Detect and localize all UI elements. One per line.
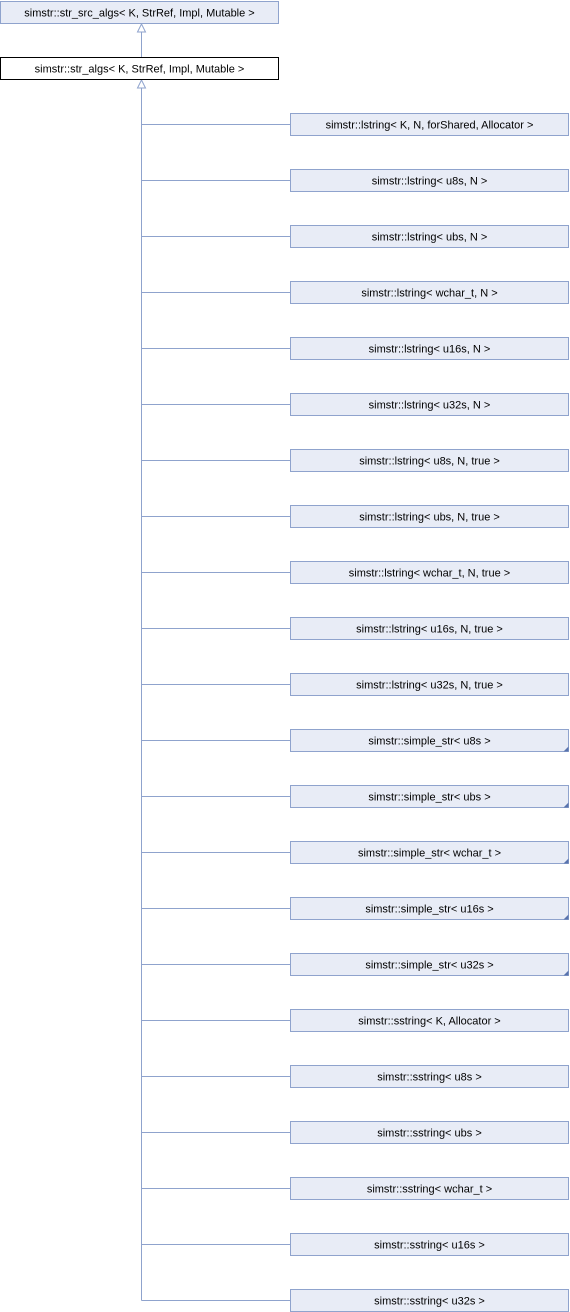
derived-class-box — [290, 673, 569, 696]
derived-class-label: simstr::sstring< u8s > — [377, 1072, 482, 1084]
derived-class-label: simstr::simple_str< u16s > — [365, 904, 493, 916]
derived-class-label: simstr::lstring< u32s, N, true > — [356, 680, 503, 692]
derived-class-node[interactable]: simstr::sstring< u8s > — [290, 1065, 569, 1088]
derived-class-box — [290, 281, 569, 304]
derived-class-box — [290, 785, 569, 808]
derived-class-box — [290, 449, 569, 472]
derived-class-box — [290, 1009, 569, 1032]
derived-class-node[interactable]: simstr::sstring< u16s > — [290, 1233, 569, 1256]
derived-class-node[interactable]: simstr::lstring< wchar_t, N, true > — [290, 561, 569, 584]
derived-class-node[interactable]: simstr::simple_str< ubs > — [290, 785, 569, 808]
derived-class-label: simstr::lstring< ubs, N, true > — [359, 512, 500, 524]
derived-class-label: simstr::sstring< ubs > — [377, 1128, 482, 1140]
derived-class-node[interactable]: simstr::lstring< u16s, N, true > — [290, 617, 569, 640]
derived-class-label: simstr::lstring< K, N, forShared, Alloca… — [326, 120, 534, 132]
derived-class-list: simstr::lstring< K, N, forShared, Alloca… — [290, 113, 569, 1312]
derived-class-box — [290, 1121, 569, 1144]
derived-class-node[interactable]: simstr::lstring< u32s, N, true > — [290, 673, 569, 696]
derived-class-node[interactable]: simstr::sstring< u32s > — [290, 1289, 569, 1312]
derived-class-box — [290, 225, 569, 248]
derived-class-box — [290, 393, 569, 416]
derived-class-box — [290, 617, 569, 640]
derived-class-label: simstr::simple_str< ubs > — [368, 792, 490, 804]
derived-class-label: simstr::lstring< ubs, N > — [372, 232, 488, 244]
derived-class-label: simstr::sstring< u32s > — [374, 1296, 485, 1308]
derived-class-box — [290, 729, 569, 752]
collapsed-children-marker — [563, 802, 569, 808]
derived-class-label: simstr::lstring< u16s, N > — [369, 344, 491, 356]
current-class-node: simstr::str_algs< K, StrRef, Impl, Mutab… — [0, 57, 279, 80]
arrowhead-root — [136, 22, 147, 33]
derived-class-label: simstr::lstring< u8s, N > — [372, 176, 488, 188]
derived-class-node[interactable]: simstr::simple_str< wchar_t > — [290, 841, 569, 864]
derived-class-node[interactable]: simstr::lstring< wchar_t, N > — [290, 281, 569, 304]
derived-class-node[interactable]: simstr::lstring< ubs, N > — [290, 225, 569, 248]
derived-class-label: simstr::lstring< u16s, N, true > — [356, 624, 503, 636]
derived-class-node[interactable]: simstr::sstring< ubs > — [290, 1121, 569, 1144]
derived-class-node[interactable]: simstr::lstring< u32s, N > — [290, 393, 569, 416]
derived-class-label: simstr::sstring< K, Allocator > — [358, 1016, 500, 1028]
derived-class-node[interactable]: simstr::sstring< K, Allocator > — [290, 1009, 569, 1032]
derived-class-node[interactable]: simstr::sstring< wchar_t > — [290, 1177, 569, 1200]
derived-class-label: simstr::lstring< u8s, N, true > — [359, 456, 500, 468]
derived-class-label: simstr::sstring< wchar_t > — [367, 1184, 492, 1196]
derived-class-box — [290, 841, 569, 864]
derived-class-node[interactable]: simstr::lstring< ubs, N, true > — [290, 505, 569, 528]
derived-class-label: simstr::simple_str< u8s > — [368, 736, 490, 748]
derived-class-node[interactable]: simstr::lstring< K, N, forShared, Alloca… — [290, 113, 569, 136]
current-class-label: simstr::str_algs< K, StrRef, Impl, Mutab… — [35, 64, 245, 76]
derived-class-box — [290, 897, 569, 920]
derived-class-node[interactable]: simstr::lstring< u16s, N > — [290, 337, 569, 360]
derived-class-label: simstr::sstring< u16s > — [374, 1240, 485, 1252]
derived-class-node[interactable]: simstr::simple_str< u8s > — [290, 729, 569, 752]
derived-class-box — [290, 337, 569, 360]
derived-class-box — [290, 505, 569, 528]
derived-class-box — [290, 953, 569, 976]
derived-class-box — [290, 561, 569, 584]
derived-class-box — [290, 169, 569, 192]
derived-class-box — [290, 113, 569, 136]
derived-class-label: simstr::lstring< wchar_t, N, true > — [349, 568, 510, 580]
derived-class-label: simstr::lstring< u32s, N > — [369, 400, 491, 412]
collapsed-children-marker — [563, 746, 569, 752]
derived-class-box — [290, 1233, 569, 1256]
arrowhead-current — [136, 78, 147, 89]
derived-class-node[interactable]: simstr::lstring< u8s, N, true > — [290, 449, 569, 472]
root-class-node[interactable]: simstr::str_src_algs< K, StrRef, Impl, M… — [0, 1, 279, 24]
derived-class-label: simstr::simple_str< wchar_t > — [358, 848, 501, 860]
derived-class-box — [290, 1065, 569, 1088]
root-class-label: simstr::str_src_algs< K, StrRef, Impl, M… — [24, 8, 254, 20]
derived-class-label: simstr::simple_str< u32s > — [365, 960, 493, 972]
collapsed-children-marker — [563, 970, 569, 976]
collapsed-children-marker — [563, 858, 569, 864]
collapsed-children-marker — [563, 914, 569, 920]
derived-class-box — [290, 1177, 569, 1200]
inheritance-edges — [136, 22, 291, 1301]
derived-class-node[interactable]: simstr::simple_str< u16s > — [290, 897, 569, 920]
derived-class-node[interactable]: simstr::lstring< u8s, N > — [290, 169, 569, 192]
derived-class-node[interactable]: simstr::simple_str< u32s > — [290, 953, 569, 976]
derived-class-label: simstr::lstring< wchar_t, N > — [361, 288, 497, 300]
